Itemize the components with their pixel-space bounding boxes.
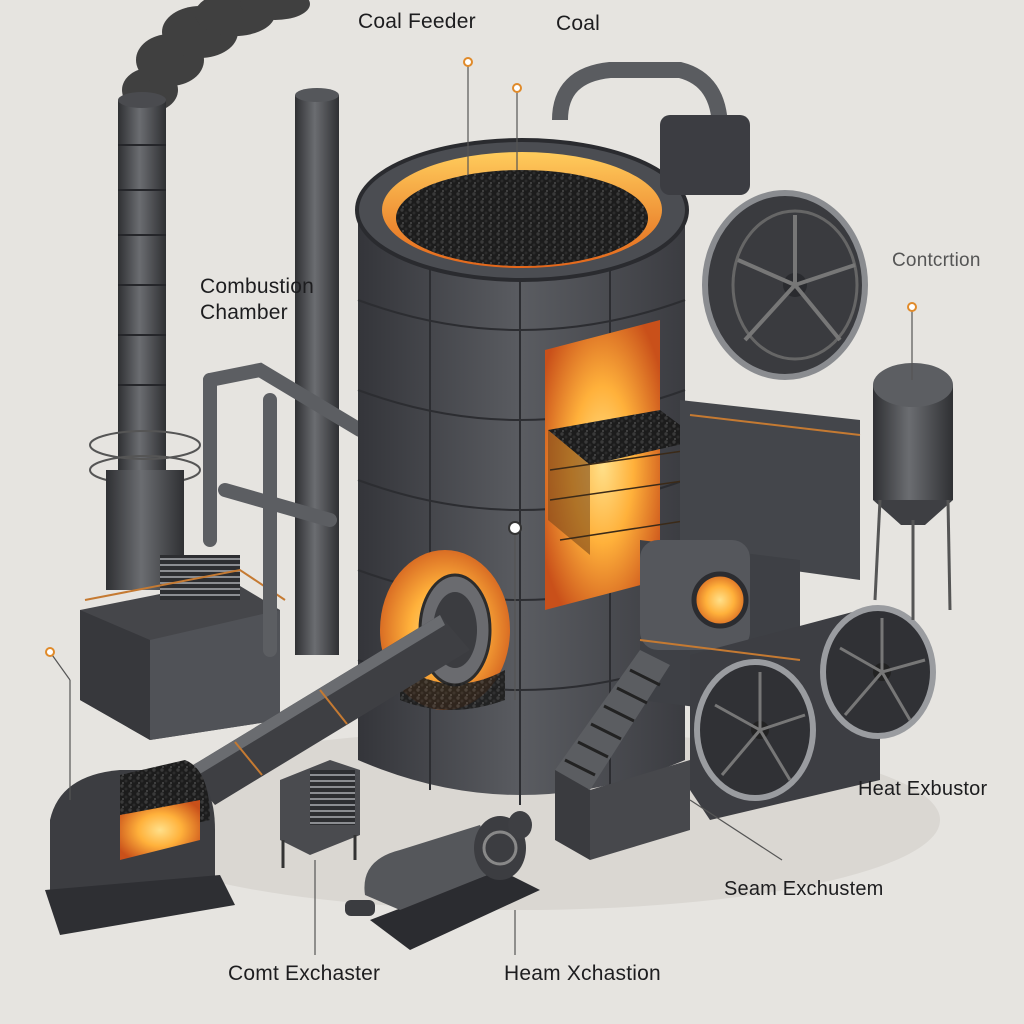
rear-smokestack <box>295 88 339 655</box>
exhaust-fan-right <box>820 605 936 739</box>
label-steam-exhaust: Seam Exchustem <box>724 878 884 900</box>
left-base-unit <box>80 555 286 740</box>
coal-crusher-unit <box>45 760 235 935</box>
label-coal-exchanger: Comt Exchaster <box>228 962 381 985</box>
label-pointers <box>49 62 913 955</box>
steam-pump-motor <box>345 811 540 950</box>
label-combustion-line2: Chamber <box>200 301 288 324</box>
left-smokestack <box>89 92 201 590</box>
label-coal: Coal <box>556 12 600 35</box>
furnace-cutaway <box>545 320 700 610</box>
label-markers <box>45 57 917 657</box>
label-heat-exhauster: Heat Exbustor <box>858 778 988 800</box>
label-combustion-line1: Combustion <box>200 275 315 298</box>
label-heam-exhaustion: Heam Xchastion <box>504 962 661 985</box>
induced-draft-fan <box>552 62 868 380</box>
coal-hopper-box <box>280 760 360 868</box>
access-staircase <box>555 650 690 860</box>
label-combustion-chamber: Combustion Chamber <box>200 274 314 326</box>
exhaust-fan-left <box>694 659 816 801</box>
coal-conveyor-pipe <box>185 615 470 805</box>
pipe-network <box>203 362 367 657</box>
water-storage-silo <box>873 363 953 620</box>
coal-load <box>396 170 648 266</box>
label-coal-feeder: Coal Feeder <box>358 10 476 33</box>
label-condensation: Contcrtion <box>892 250 981 271</box>
